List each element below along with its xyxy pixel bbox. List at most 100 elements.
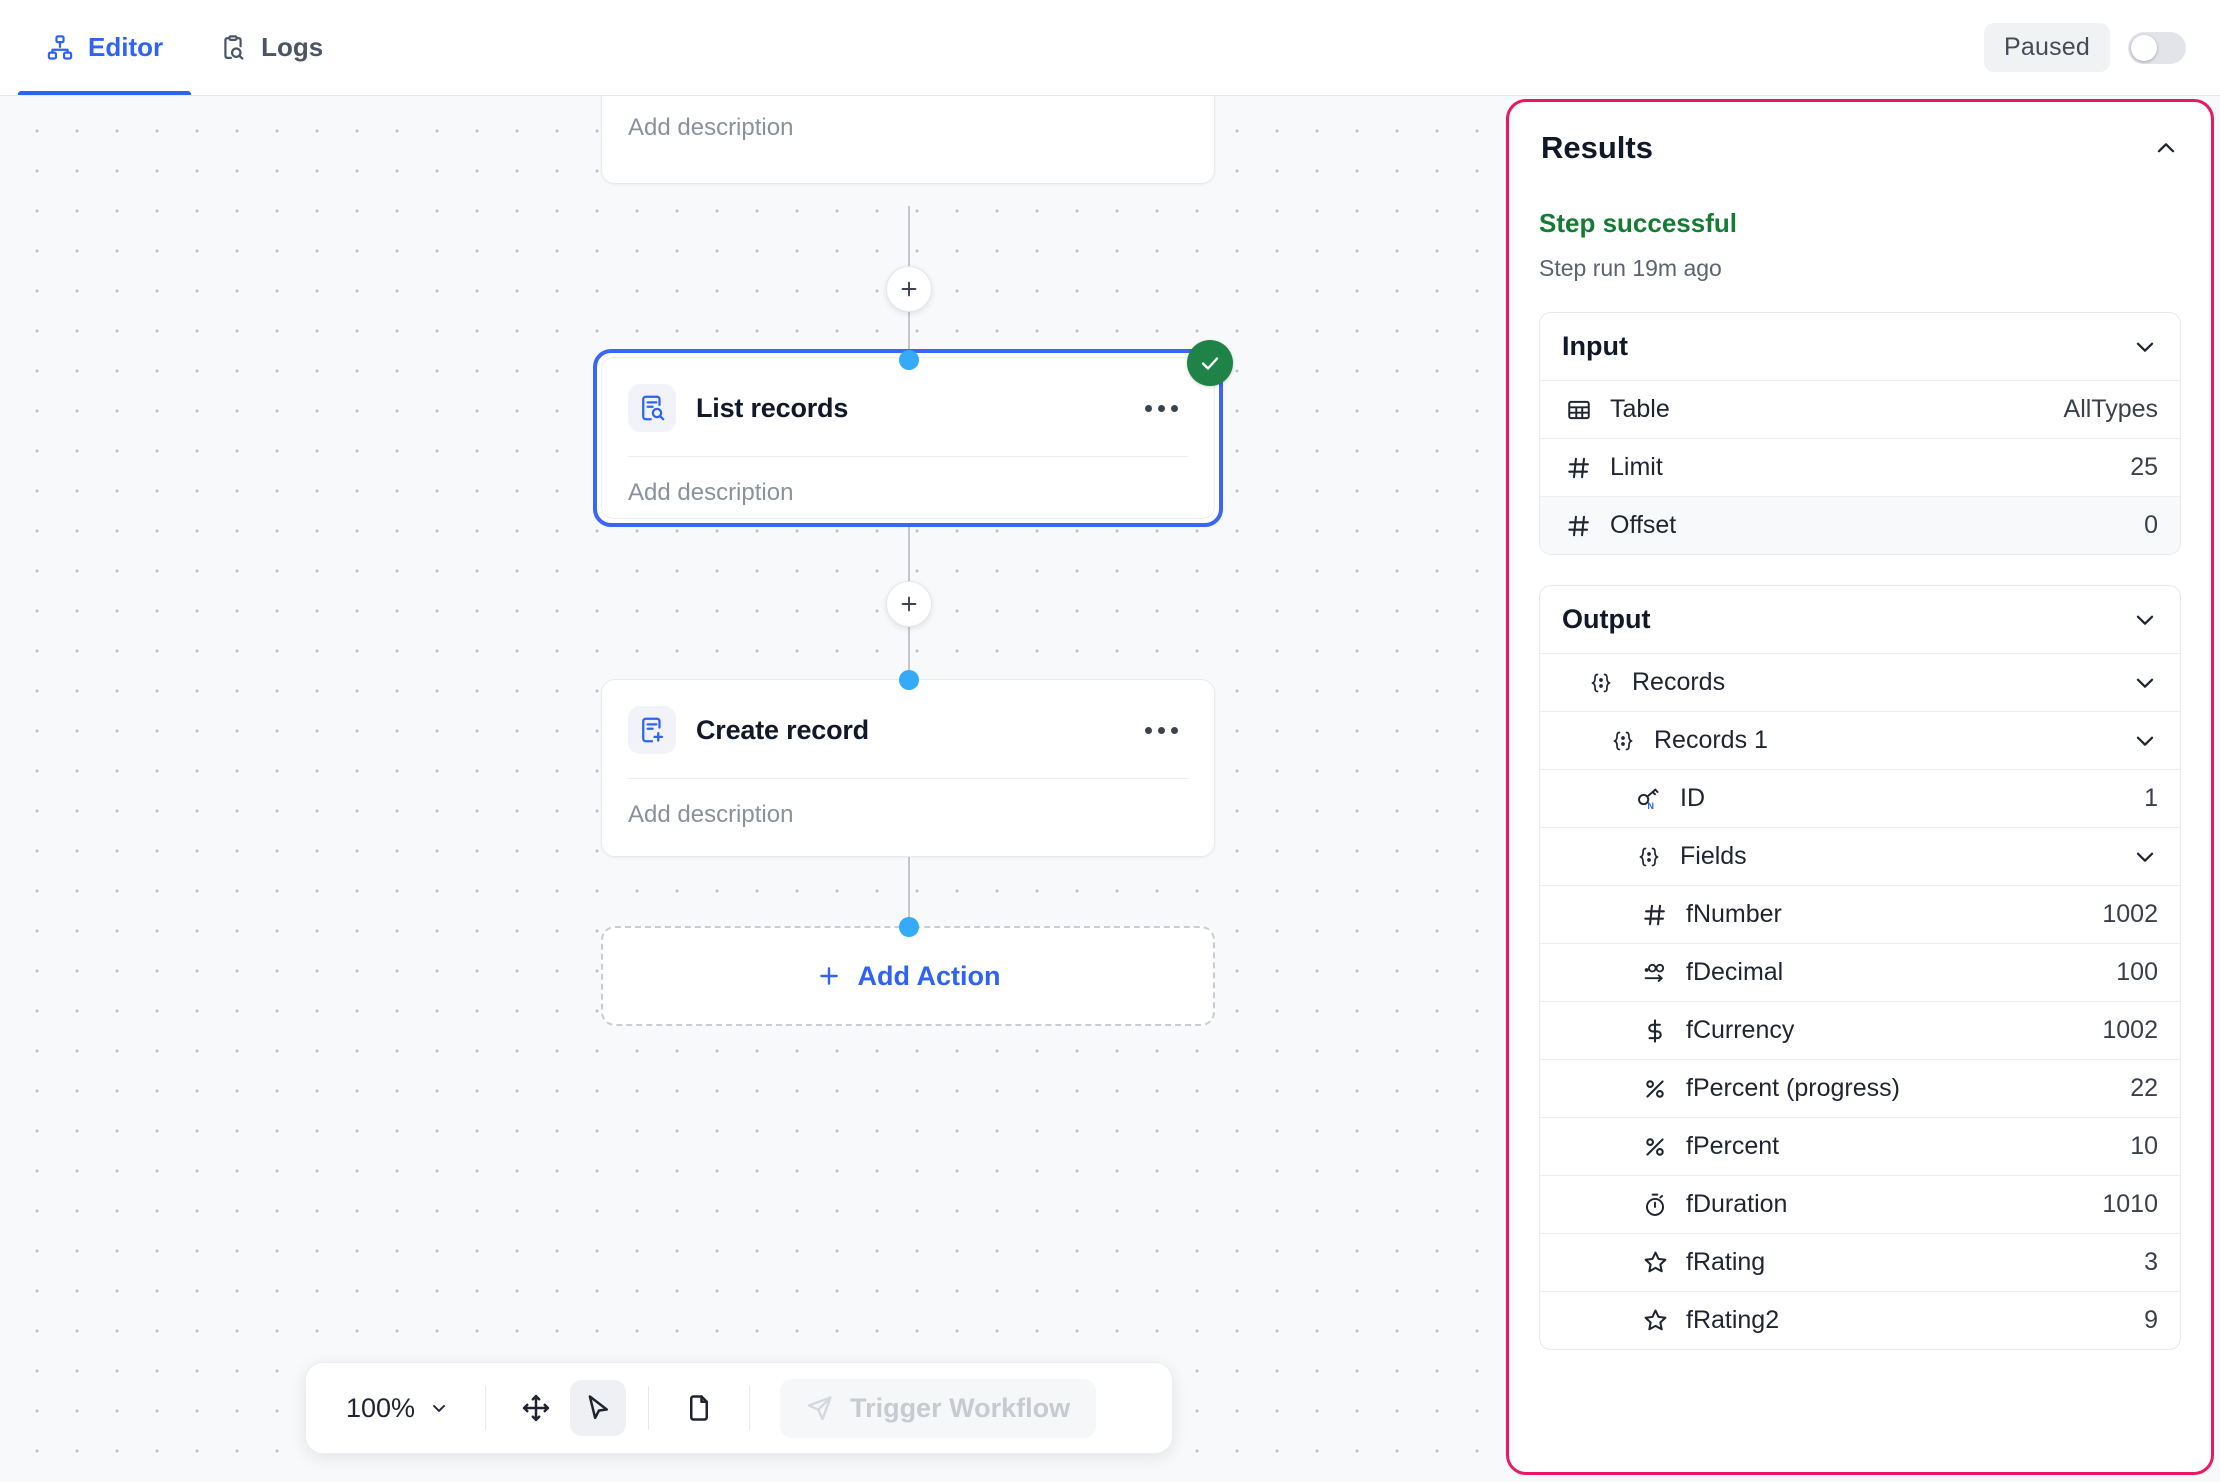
node-description[interactable]: Add description [628,114,794,141]
chevron-down-icon[interactable] [2132,844,2158,870]
decimal-icon [1638,960,1672,986]
output-key: fRating2 [1686,1306,1780,1334]
input-key: Offset [1610,511,1677,539]
zoom-level-label: 100% [346,1392,416,1423]
output-value: 1002 [2102,1016,2158,1044]
toolbar-divider [648,1386,650,1430]
output-value: 1 [2144,784,2158,812]
object-icon [1584,671,1618,695]
node-description[interactable]: Add description [628,801,794,828]
add-step-button-1[interactable] [886,266,932,312]
page-tool-button[interactable] [671,1380,727,1436]
star-icon [1638,1249,1672,1276]
chevron-down-icon [433,1405,445,1412]
input-row-table[interactable]: Table AllTypes [1540,380,2180,438]
document-search-icon [628,384,676,432]
output-value: 9 [2144,1306,2158,1334]
connector-line [908,527,910,581]
input-key: Limit [1610,453,1663,481]
node-success-check-icon [1187,340,1233,386]
input-row-limit[interactable]: Limit 25 [1540,438,2180,496]
chevron-down-icon[interactable] [2132,670,2158,696]
zoom-level-select[interactable]: 100% [332,1385,463,1432]
output-key: fPercent (progress) [1686,1074,1900,1102]
add-action-button[interactable]: Add Action [601,926,1215,1026]
node-connector-dot[interactable] [899,917,919,937]
workflow-node-list-records[interactable]: List records Add description [593,349,1223,527]
node-header: Create record [602,680,1214,778]
output-key: Records 1 [1654,726,1768,754]
node-title: List records [696,392,849,423]
tab-logs[interactable]: Logs [191,0,351,95]
output-row-frating[interactable]: fRating 3 [1540,1233,2180,1291]
output-card-title: Output [1562,604,1651,634]
add-step-button-2[interactable] [886,581,932,627]
output-key: fRating [1686,1248,1766,1276]
tab-editor[interactable]: Editor [18,0,192,95]
percent-icon [1638,1134,1672,1160]
hash-icon [1562,455,1596,481]
input-row-offset[interactable]: Offset 0 [1540,496,2180,554]
output-value: 3 [2144,1248,2158,1276]
node-menu-button[interactable] [1137,397,1186,420]
object-icon [1606,729,1640,753]
input-card-header[interactable]: Input [1540,313,2180,380]
workflow-enable-toggle[interactable] [2128,31,2186,64]
header-tabs: Editor Logs [0,0,351,95]
star-icon [1638,1307,1672,1334]
output-row-frating2[interactable]: fRating2 9 [1540,1291,2180,1349]
output-row-fnumber[interactable]: fNumber 1002 [1540,885,2180,943]
chevron-down-icon[interactable] [2132,728,2158,754]
select-tool-button[interactable] [570,1380,627,1436]
toolbar-divider [749,1386,751,1430]
output-row-fields[interactable]: Fields [1540,827,2180,885]
output-card-header[interactable]: Output [1540,586,2180,653]
output-row-fduration[interactable]: fDuration 1010 [1540,1175,2180,1233]
output-key: Fields [1680,842,1747,870]
canvas-toolbar: 100% [305,1362,1173,1454]
output-row-fpercent-progress[interactable]: fPercent (progress) 22 [1540,1059,2180,1117]
hash-icon [1638,902,1672,928]
node-connector-dot[interactable] [899,670,919,690]
node-divider [628,778,1188,779]
output-key: ID [1680,784,1705,812]
input-value: 25 [2130,453,2158,481]
node-header: List records [602,358,1214,456]
results-panel: Results Step successful Step run 19m ago… [1506,99,2214,1475]
output-row-fdecimal[interactable]: fDecimal 100 [1540,943,2180,1001]
input-card: Input Table AllTypes [1539,312,2181,555]
output-row-records-1[interactable]: Records 1 [1540,711,2180,769]
pan-tool-button[interactable] [508,1380,564,1436]
output-row-fpercent[interactable]: fPercent 10 [1540,1117,2180,1175]
cursor-icon [588,1395,609,1420]
node-connector-dot[interactable] [899,350,919,370]
step-status-text: Step successful [1539,208,1737,238]
workflow-node-top[interactable]: Add description [601,96,1215,184]
workflow-node-create-record[interactable]: Create record Add description [601,679,1215,857]
status-badge: Paused [1984,23,2110,72]
input-value: 0 [2144,511,2158,539]
chevron-down-icon[interactable] [2132,334,2158,360]
svg-text:N: N [1647,801,1654,811]
node-menu-button[interactable] [1137,719,1186,742]
chevron-down-icon[interactable] [2132,607,2158,633]
output-value: 22 [2130,1074,2158,1102]
tab-logs-label: Logs [261,32,324,62]
output-key: fDuration [1686,1190,1788,1218]
node-description[interactable]: Add description [628,479,794,506]
trigger-workflow-button[interactable]: Trigger Workflow [780,1378,1097,1438]
send-icon [807,1396,832,1421]
output-value: 1002 [2102,900,2158,928]
percent-icon [1638,1076,1672,1102]
output-row-fcurrency[interactable]: fCurrency 1002 [1540,1001,2180,1059]
plus-icon [819,967,838,985]
output-row-id[interactable]: N ID 1 [1540,769,2180,827]
header-actions: Paused [1984,0,2220,95]
output-row-records[interactable]: Records [1540,653,2180,711]
currency-icon [1638,1018,1672,1044]
table-icon [1562,397,1596,423]
collapse-results-button[interactable] [2153,135,2179,161]
document-plus-icon [628,706,676,754]
input-value: AllTypes [2063,395,2158,423]
